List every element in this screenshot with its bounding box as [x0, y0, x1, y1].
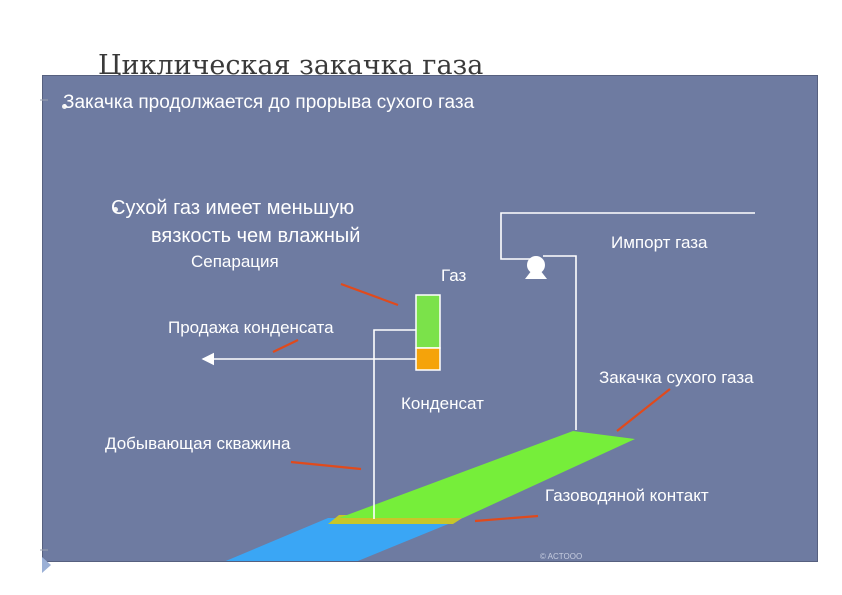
label-condensate-sale: Продажа конденсата [168, 318, 334, 337]
bullet-dot-icon [113, 207, 118, 212]
content-panel: Закачка продолжается до прорыва сухого г… [42, 75, 818, 562]
bullet-line-2: вязкость чем влажный [151, 225, 361, 247]
compressor-icon [525, 256, 547, 279]
separator-gas-section [415, 294, 441, 349]
pointer-separation [340, 282, 399, 307]
gas-cap-layer [339, 431, 635, 518]
bullet-injection-until-breakthrough: Закачка продолжается до прорыва сухого г… [63, 92, 475, 113]
label-producing-well: Добывающая скважина [105, 434, 291, 453]
gas-import-line [500, 212, 755, 260]
water-layer [225, 518, 463, 561]
pointer-condensate-sale [272, 339, 299, 353]
injection-line [543, 255, 577, 430]
copyright-text: © ACTOOO [540, 552, 583, 561]
bullet-line-1: Сухой газ имеет меньшую [111, 197, 355, 219]
gas-cycling-diagram [201, 212, 755, 561]
slide-nav-triangle-icon [42, 557, 51, 573]
label-gas-water-contact: Газоводяной контакт [545, 486, 709, 505]
pointer-gas-water-contact [474, 514, 539, 523]
production-well-line [373, 329, 416, 519]
label-condensate: Конденсат [401, 394, 484, 413]
pointer-injection [616, 388, 671, 432]
label-separation: Сепарация [191, 252, 279, 271]
label-gas: Газ [441, 266, 467, 285]
label-gas-import: Импорт газа [611, 233, 708, 252]
label-dry-gas-injection: Закачка сухого газа [599, 368, 754, 387]
bullet-dry-gas-viscosity: Сухой газ имеет меньшую вязкость чем вла… [111, 194, 360, 250]
bullet-dot-icon [62, 104, 67, 109]
pointer-producing-well [290, 460, 362, 471]
